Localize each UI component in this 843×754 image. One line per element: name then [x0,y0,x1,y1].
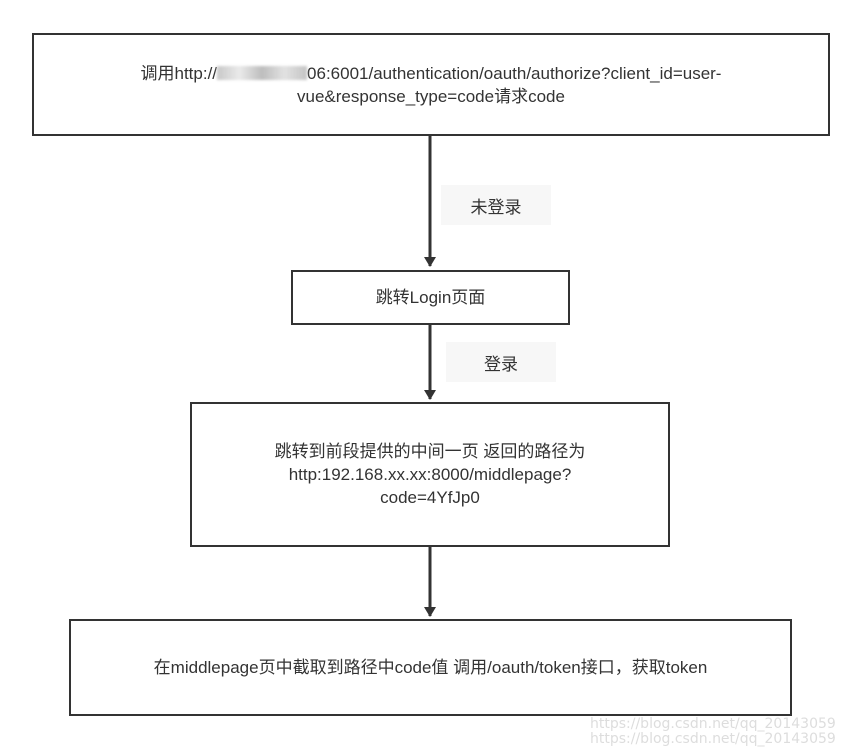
node-text: 调用http:// 06:6001/authentication/oauth/au… [141,62,722,108]
node-authorize-request: 调用http:// 06:6001/authentication/oauth/au… [32,33,830,136]
watermark-shadow: https://blog.csdn.net/qq_20143059 [590,731,836,747]
node-middle-page: 跳转到前段提供的中间一页 返回的路径为 http:192.168.xx.xx:8… [190,402,670,547]
node-get-token: 在middlepage页中截取到路径中code值 调用/oauth/token接… [69,619,792,716]
watermark: https://blog.csdn.net/qq_20143059 [590,716,836,732]
node-text: 跳转Login页面 [375,288,486,307]
node-text: 跳转到前段提供的中间一页 返回的路径为 http:192.168.xx.xx:8… [275,440,586,509]
node-text-line2: vue&response_type=code请求code [297,86,565,106]
node-text-prefix: 调用http:// [140,63,218,83]
edge-label-not-logged-in: 未登录 [441,185,551,225]
edge-label-logged-in: 登录 [446,342,556,382]
node-login-page: 跳转Login页面 [291,270,570,325]
node-text-suffix: 06:6001/authentication/oauth/authorize?c… [307,63,722,83]
edge-label-text: 登录 [484,354,518,374]
node-text: 在middlepage页中截取到路径中code值 调用/oauth/token接… [153,658,708,677]
node-text-line3: code=4YfJp0 [380,488,480,507]
node-text-line2: http:192.168.xx.xx:8000/middlepage? [288,465,572,484]
edge-label-text: 未登录 [470,197,522,217]
redacted-ip-blur [217,65,308,80]
node-text-line1: 跳转到前段提供的中间一页 返回的路径为 [274,442,586,461]
